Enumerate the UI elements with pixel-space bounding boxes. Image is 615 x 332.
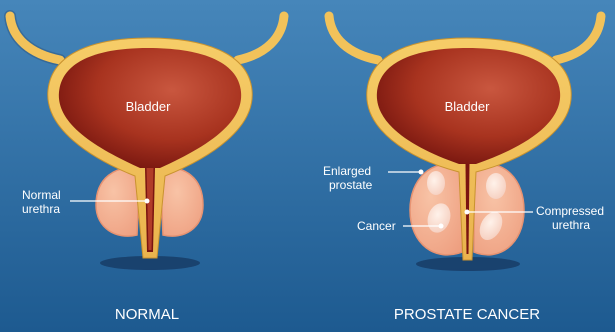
- enlarged-label-line1: Enlarged: [323, 164, 371, 178]
- enlarged-label-line2: prostate: [329, 178, 373, 192]
- compressed-callout-dot: [465, 210, 470, 215]
- enlarged-callout-dot: [419, 170, 424, 175]
- normal-urethra-label-line1: Normal: [22, 188, 61, 202]
- compressed-label-line2: urethra: [552, 218, 590, 232]
- normal-urethra-callout-dot: [145, 199, 150, 204]
- cancer-label: Cancer: [357, 219, 396, 233]
- tumor-1: [427, 171, 445, 195]
- cancer-caption: PROSTATE CANCER: [394, 306, 540, 323]
- normal-caption: NORMAL: [115, 306, 179, 323]
- tumor-3: [486, 173, 506, 199]
- normal-bladder-label: Bladder: [126, 99, 171, 114]
- compressed-label-line1: Compressed: [536, 204, 604, 218]
- cancer-callout-dot: [439, 224, 444, 229]
- cancer-bladder-label: Bladder: [445, 99, 490, 114]
- normal-urethra-label-line2: urethra: [22, 202, 60, 216]
